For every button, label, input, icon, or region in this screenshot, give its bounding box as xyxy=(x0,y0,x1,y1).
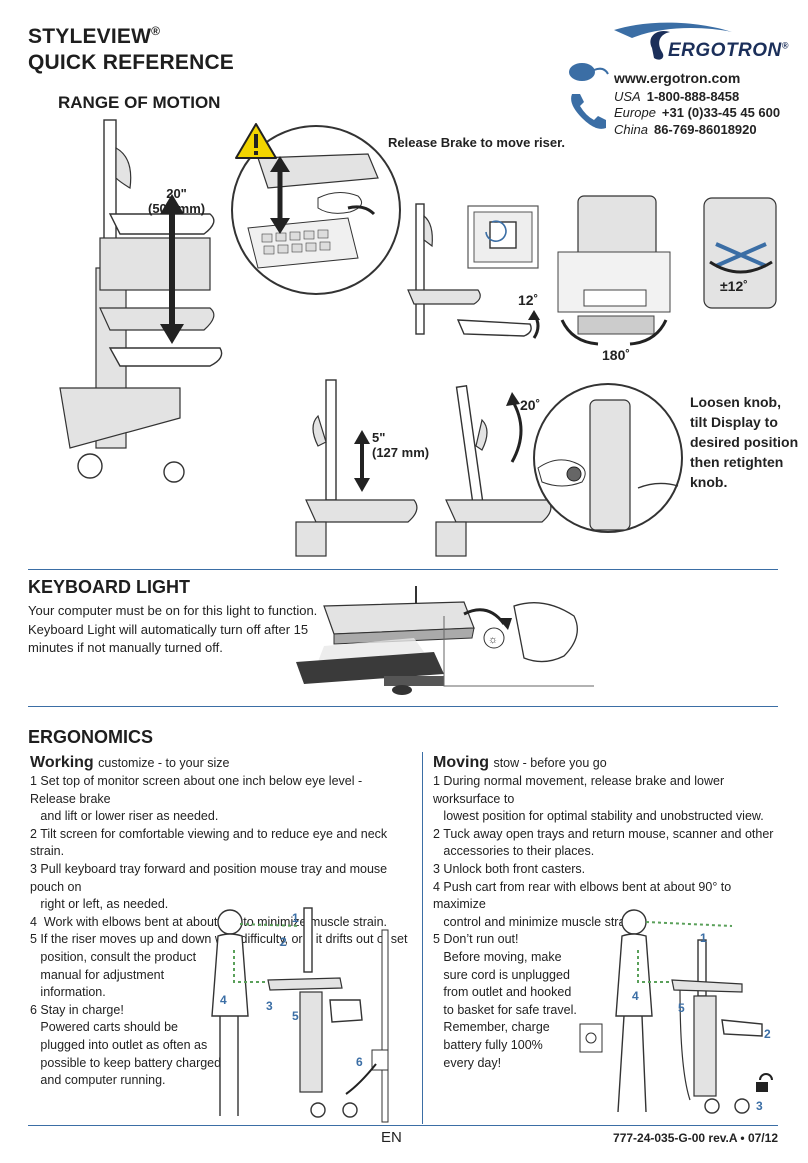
list-item: 3 Unlock both front casters. xyxy=(433,861,586,876)
ergonomics-heading: ERGONOMICS xyxy=(28,727,154,747)
document-number: 777-24-035-G-00 rev.A • 07/12 xyxy=(613,1131,778,1145)
list-item: 3 Pull keyboard tray forward and positio… xyxy=(30,861,388,894)
list-item: and computer running. xyxy=(30,1073,166,1088)
release-brake-note: Release Brake to move riser. xyxy=(388,135,566,150)
callout-1: 1 xyxy=(700,931,707,945)
height-travel-label: 20" (508 mm) xyxy=(148,186,206,216)
language-code: EN xyxy=(381,1129,402,1146)
rotate-label: 180˚ xyxy=(602,347,631,363)
keyboard-light-text: Your computer must be on for this light … xyxy=(28,603,318,655)
divider-footer xyxy=(28,1125,778,1126)
list-item: Remember, charge xyxy=(433,1020,550,1035)
keyboard-light-heading: KEYBOARD LIGHT xyxy=(28,577,190,597)
moving-title: Moving xyxy=(433,754,489,771)
list-item: 2 Tilt screen for comfortable viewing an… xyxy=(30,826,388,859)
list-item: 5 Don’t run out! xyxy=(433,932,519,947)
warning-icon xyxy=(235,123,277,159)
callout-2: 2 xyxy=(280,935,287,949)
list-item: every day! xyxy=(433,1055,502,1070)
divider-range xyxy=(28,569,778,570)
callout-4: 4 xyxy=(632,989,639,1003)
mouse-icon xyxy=(569,63,609,81)
list-item: 1 Set top of monitor screen about one in… xyxy=(30,774,363,806)
list-item: lowest position for optimal stability an… xyxy=(433,809,764,824)
callout-5: 5 xyxy=(678,1001,685,1015)
callout-1: 1 xyxy=(292,911,299,925)
callout-6: 6 xyxy=(356,1055,363,1069)
title-line1: STYLEVIEW xyxy=(28,25,152,48)
contact-icons xyxy=(569,63,609,129)
registered-mark: ® xyxy=(151,24,161,38)
brand-name: ERGOTRON xyxy=(668,40,782,61)
list-item: 4 Push cart from rear with elbows bent a… xyxy=(433,879,732,912)
list-item: to basket for safe travel. xyxy=(433,1002,577,1017)
callout-5: 5 xyxy=(292,1009,299,1023)
list-item: 2 Tuck away open trays and return mouse,… xyxy=(433,826,774,841)
working-subtitle: customize - to your size xyxy=(98,756,230,770)
callout-3: 3 xyxy=(266,999,273,1013)
range-of-motion-heading: RANGE OF MOTION xyxy=(58,93,221,112)
callout-2: 2 xyxy=(764,1027,771,1041)
display-tilt-illustration xyxy=(435,385,552,557)
working-steps: 1 Set top of monitor screen about one in… xyxy=(30,773,410,1090)
working-section: Working customize - to your size 1 Set t… xyxy=(30,754,410,1090)
list-item: plugged into outlet as often as xyxy=(30,1037,208,1052)
moving-section: Moving stow - before you go 1 During nor… xyxy=(433,754,783,1072)
tilt-keyboard-label: 12˚ xyxy=(518,292,539,308)
knob-detail-illustration xyxy=(533,383,683,533)
screen-tilt-label: ±12˚ xyxy=(720,278,748,294)
list-item: and lift or lower riser as needed. xyxy=(30,809,219,824)
list-item: accessories to their places. xyxy=(433,844,595,859)
list-item: manual for adjustment xyxy=(30,967,165,982)
display-tilt-label: 20˚ xyxy=(520,397,541,413)
divider-keyboard xyxy=(28,706,778,707)
document-title: STYLEVIEW® QUICK REFERENCE xyxy=(28,18,234,76)
list-item: right or left, as needed. xyxy=(30,897,169,912)
ergotron-swoosh-icon xyxy=(614,22,732,60)
swivel-illustration xyxy=(557,195,671,346)
list-item: information. xyxy=(30,985,106,1000)
rotate-screen-illustration xyxy=(467,205,539,269)
knob-note: Loosen knob, tilt Display to desired pos… xyxy=(690,394,799,490)
moving-steps: 1 During normal movement, release brake … xyxy=(433,773,783,1072)
website-link[interactable]: www.ergotron.com xyxy=(614,70,741,86)
keyboard-tilt-illustration xyxy=(407,203,540,339)
callout-4: 4 xyxy=(220,993,227,1007)
list-item: Before moving, make xyxy=(433,949,562,964)
list-item: position, consult the product xyxy=(30,949,197,964)
display-height-illustration xyxy=(295,379,418,557)
moving-posture-illustration: 1 2 3 4 5 xyxy=(579,909,773,1114)
column-divider xyxy=(422,752,423,1124)
callout-3: 3 xyxy=(756,1099,763,1113)
list-item: 1 During normal movement, release brake … xyxy=(433,774,725,806)
brake-detail-illustration xyxy=(231,125,401,295)
working-title: Working xyxy=(30,754,94,771)
list-item: sure cord is unplugged xyxy=(433,967,570,982)
contact-europe: Europe+31 (0)33-45 45 600 xyxy=(614,105,781,120)
display-height-label: 5" (127 mm) xyxy=(372,430,430,460)
list-item: battery fully 100% xyxy=(433,1037,543,1052)
title-line2: QUICK REFERENCE xyxy=(28,51,235,74)
list-item: possible to keep battery charged xyxy=(30,1055,222,1070)
light-bulb-icon: ☼ xyxy=(488,634,498,646)
list-item: 6 Stay in charge! xyxy=(30,1002,124,1017)
phone-icon xyxy=(571,94,606,129)
moving-subtitle: stow - before you go xyxy=(493,756,607,770)
working-posture-illustration: 1 2 3 4 5 6 xyxy=(211,907,389,1123)
keyboard-light-illustration: ☼ xyxy=(296,586,594,695)
list-item: from outlet and hooked xyxy=(433,985,572,1000)
cart-range-illustration xyxy=(59,119,223,483)
list-item: Powered carts should be xyxy=(30,1020,178,1035)
screen-tilt-illustration xyxy=(703,197,777,309)
ergotron-logo: ERGOTRON® xyxy=(612,18,792,66)
